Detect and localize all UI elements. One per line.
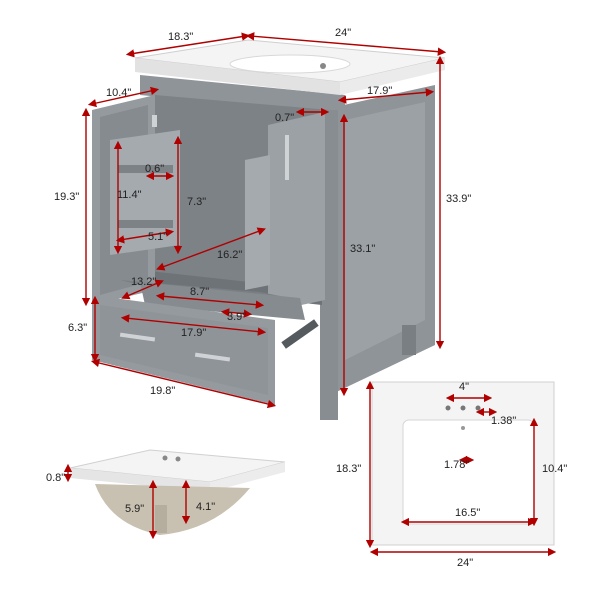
dim-line-drawer-depth [121, 279, 164, 300]
label-drawer-depth: 13.2" [131, 276, 156, 288]
sink-basin-underside [95, 484, 250, 535]
label-top-view-width: 24" [457, 557, 473, 569]
label-door-width: 10.4" [106, 87, 131, 99]
sink-faucet-hole-icon [460, 405, 466, 411]
dim-line-inner-depth [337, 88, 435, 104]
label-base-width: 19.8" [150, 385, 175, 397]
sink-top-dimension-lines [365, 380, 557, 557]
label-top-depth: 18.3" [168, 31, 193, 43]
label-shelf-depth: 5.1" [148, 231, 167, 243]
label-drawer-inner-width: 8.7" [190, 286, 209, 298]
dim-line-base-width [90, 358, 277, 409]
drawer-slide-icon [281, 319, 319, 349]
door-shelf-slot [118, 220, 173, 228]
label-shelf-height: 11.4" [117, 189, 142, 201]
label-drawer-width: 17.9" [181, 327, 206, 339]
label-drain-offset: 1.78" [444, 459, 469, 471]
label-drawer-notch: 3.9" [227, 311, 246, 323]
dimension-labels: 18.3" 24" 10.4" 17.9" 0.7" 19.3" 0.6" 11… [46, 27, 567, 569]
label-inner-width: 16.2" [217, 249, 242, 261]
label-body-height: 33.1" [350, 243, 375, 255]
label-basin-depth: 5.9" [125, 503, 144, 515]
dim-line-drawer-width [120, 314, 267, 336]
sink-faucet-hole-icon [475, 405, 481, 411]
dim-line-top-depth [125, 32, 251, 58]
sink-top-side-edge [340, 58, 445, 95]
cabinet-dimension-lines [81, 32, 447, 409]
label-sink-rim: 0.8" [46, 472, 65, 484]
label-door-gap: 0.7" [275, 112, 294, 124]
label-faucet-offset: 1.38" [491, 415, 516, 427]
sink-faucet-hole-icon [445, 405, 451, 411]
dim-line-drawer-inner-width [155, 292, 265, 309]
label-faucet-spacing: 4" [459, 381, 469, 393]
sink-side-dimension-lines [63, 463, 191, 540]
cabinet-side-inset [345, 102, 425, 360]
door-hinge-icon [152, 115, 157, 127]
label-top-view-depth: 18.3" [336, 463, 361, 475]
sink-faucet-hole-icon [320, 63, 326, 69]
sink-overflow-hole [461, 426, 465, 430]
right-door-handle [285, 135, 289, 180]
sink-side-view [69, 449, 286, 535]
label-inner-depth: 17.9" [367, 85, 392, 97]
dim-line-inner-width [156, 227, 266, 271]
sink-side-rim [70, 468, 210, 492]
label-shelf-gap: 0.6" [145, 163, 164, 175]
label-door-height: 19.3" [54, 191, 79, 203]
label-basin-length: 10.4" [542, 463, 567, 475]
sink-side-rim-right [210, 462, 285, 492]
sink-drain-pipe [155, 505, 167, 533]
right-door [268, 112, 325, 312]
sink-top-front-edge [135, 58, 340, 95]
label-inner-shelf-height: 7.3" [187, 196, 206, 208]
label-total-height: 33.9" [446, 193, 471, 205]
dim-line-door-width [87, 86, 160, 108]
label-drawer-height: 6.3" [68, 322, 87, 334]
label-basin-width: 16.5" [455, 507, 480, 519]
cabinet-left-side [140, 75, 345, 115]
cabinet-back-leg [402, 325, 416, 355]
label-drain-depth: 4.1" [196, 501, 215, 513]
label-top-width: 24" [335, 27, 351, 39]
sink-faucet-hole-icon [162, 455, 168, 461]
sink-basin-top [229, 54, 351, 74]
right-door-front [245, 155, 270, 290]
sink-faucet-hole-icon [175, 456, 181, 462]
dim-line-drawer-notch [220, 308, 253, 318]
door-shelf-slot [118, 165, 173, 173]
vanity-cabinet [92, 39, 446, 420]
dim-line-top-width [245, 32, 447, 56]
